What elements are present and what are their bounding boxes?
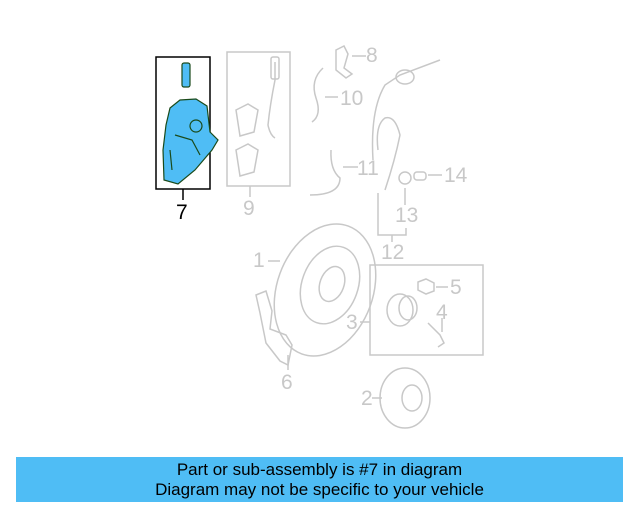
callout-10[interactable]: 10 <box>340 87 364 110</box>
callout-4[interactable]: 4 <box>436 301 448 324</box>
diagram-artwork <box>155 44 484 429</box>
banner-line-part-number: Part or sub-assembly is #7 in diagram <box>176 459 463 479</box>
callout-14[interactable]: 14 <box>444 164 468 187</box>
parts-diagram: 1 2 3 4 5 6 7 8 9 10 11 12 13 14 <box>155 44 484 429</box>
callout-11[interactable]: 11 <box>357 157 379 180</box>
callout-5[interactable]: 5 <box>450 276 462 299</box>
part-7-caliper <box>162 62 219 185</box>
callout-8[interactable]: 8 <box>366 44 378 67</box>
callout-6[interactable]: 6 <box>281 371 293 394</box>
callout-2[interactable]: 2 <box>361 387 373 410</box>
callout-13[interactable]: 13 <box>395 204 419 227</box>
callout-9[interactable]: 9 <box>243 197 255 220</box>
callout-12[interactable]: 12 <box>381 241 405 264</box>
callout-1[interactable]: 1 <box>253 249 265 272</box>
info-banner: Part or sub-assembly is #7 in diagram Di… <box>16 457 623 502</box>
callout-3[interactable]: 3 <box>346 311 358 334</box>
callout-7[interactable]: 7 <box>176 201 188 224</box>
banner-line-disclaimer: Diagram may not be specific to your vehi… <box>155 479 484 499</box>
